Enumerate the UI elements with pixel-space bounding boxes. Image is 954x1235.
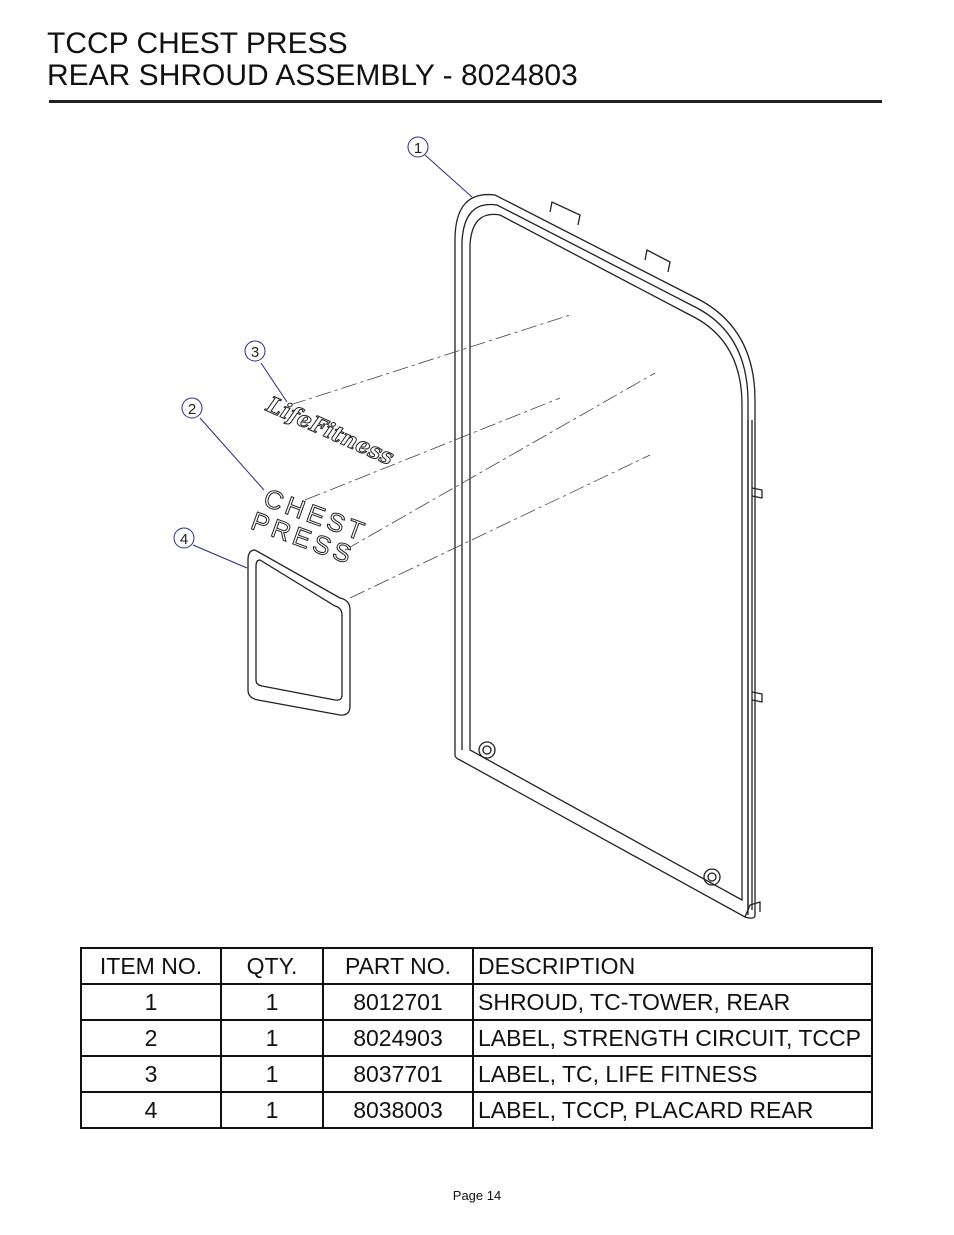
life-fitness-logo-label: LifeFitness [261, 391, 398, 472]
exploded-assembly-drawing: 1 3 2 4 LifeFitness CHEST PRESS [173, 136, 763, 919]
cell-part: 8038003 [322, 1091, 474, 1129]
cell-item: 1 [80, 983, 222, 1021]
cell-desc: LABEL, TCCP, PLACARD REAR [472, 1091, 873, 1129]
placard-label-part [247, 549, 351, 716]
cell-item: 4 [80, 1091, 222, 1129]
table-row: 4 1 8038003 LABEL, TCCP, PLACARD REAR [80, 1091, 873, 1129]
cell-part: 8024903 [322, 1019, 474, 1057]
header-part-no: PART NO. [322, 947, 474, 985]
svg-text:LifeFitness: LifeFitness [262, 391, 398, 471]
header-item-no: ITEM NO. [80, 947, 222, 985]
callout-3-number: 3 [251, 344, 259, 361]
cell-part: 8037701 [322, 1055, 474, 1093]
cell-desc: SHROUD, TC-TOWER, REAR [472, 983, 873, 1021]
title-line-2: REAR SHROUD ASSEMBLY - 8024803 [47, 59, 578, 92]
title-rule [49, 100, 882, 103]
table-row: 1 1 8012701 SHROUD, TC-TOWER, REAR [80, 983, 873, 1021]
callout-1: 1 [407, 136, 429, 158]
rear-shroud-part [454, 193, 763, 919]
table-row: 3 1 8037701 LABEL, TC, LIFE FITNESS [80, 1055, 873, 1093]
projection-lines [289, 314, 656, 599]
header-description: DESCRIPTION [472, 947, 873, 985]
callout-2: 2 [181, 397, 203, 419]
cell-part: 8012701 [322, 983, 474, 1021]
callout-4: 4 [173, 527, 195, 549]
table-header-row: ITEM NO. QTY. PART NO. DESCRIPTION [80, 947, 873, 985]
cell-desc: LABEL, TC, LIFE FITNESS [472, 1055, 873, 1093]
cell-qty: 1 [220, 1091, 324, 1129]
header-qty: QTY. [220, 947, 324, 985]
callout-2-number: 2 [188, 401, 196, 418]
cell-item: 3 [80, 1055, 222, 1093]
cell-qty: 1 [220, 1055, 324, 1093]
cell-qty: 1 [220, 983, 324, 1021]
page-number: Page 14 [452, 1188, 502, 1203]
table-row: 2 1 8024903 LABEL, STRENGTH CIRCUIT, TCC… [80, 1019, 873, 1057]
title-line-1: TCCP CHEST PRESS [47, 27, 348, 60]
bill-of-materials-table: ITEM NO. QTY. PART NO. DESCRIPTION 1 1 8… [80, 947, 873, 1129]
cell-desc: LABEL, STRENGTH CIRCUIT, TCCP [472, 1019, 873, 1057]
page-title: TCCP CHEST PRESS REAR SHROUD ASSEMBLY - … [47, 28, 578, 92]
callout-1-number: 1 [414, 140, 422, 157]
chest-press-label: CHEST PRESS [247, 482, 373, 571]
cell-item: 2 [80, 1019, 222, 1057]
cell-qty: 1 [220, 1019, 324, 1057]
leader-lines [192, 154, 473, 569]
callout-4-number: 4 [180, 531, 188, 548]
callout-3: 3 [244, 340, 266, 362]
